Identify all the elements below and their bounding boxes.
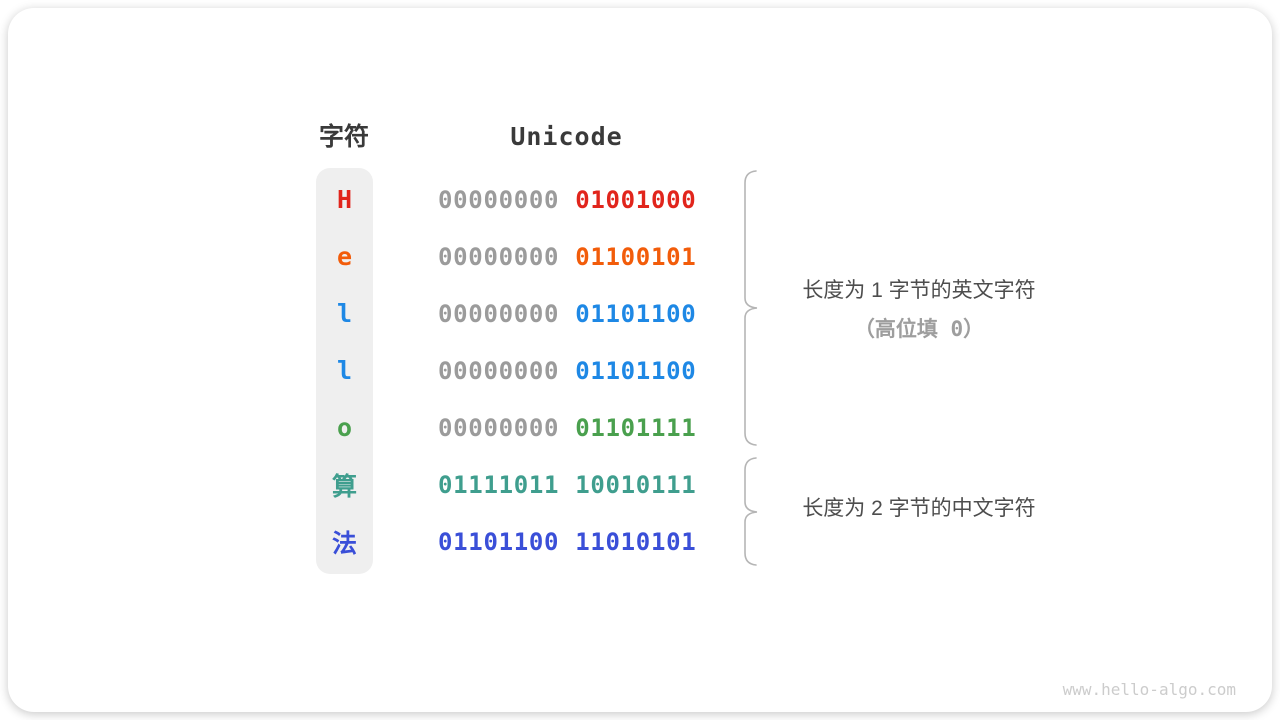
- character-cell: H: [336, 185, 353, 214]
- character-cell: 法: [331, 528, 357, 558]
- annotation-english: 长度为 1 字节的英文字符 （高位填 0）: [768, 280, 1070, 340]
- character-cell: 算: [331, 471, 357, 501]
- encoding-row: o 00000000 01101111: [8, 399, 1272, 456]
- encoding-rows: H 00000000 01001000 e 00000000 01100101 l 00000…: [8, 171, 1272, 570]
- unicode-column-header: Unicode: [510, 122, 623, 151]
- watermark: www.hello-algo.com: [1062, 680, 1236, 699]
- byte-low: 11010101: [575, 527, 697, 556]
- byte-high: 00000000: [438, 413, 560, 442]
- encoding-row: l 00000000 01101100: [8, 342, 1272, 399]
- character-cell: o: [336, 413, 353, 442]
- encoding-row: 法 01101100 11010101: [8, 513, 1272, 570]
- unicode-bytes: 01111011 10010111: [438, 456, 696, 513]
- char-column-header: 字符: [318, 123, 369, 151]
- encoding-row: l 00000000 01101100: [8, 285, 1272, 342]
- byte-low: 01101100: [575, 356, 697, 385]
- byte-low: 01101111: [575, 413, 697, 442]
- annotation-chinese: 长度为 2 字节的中文字符: [768, 498, 1070, 519]
- byte-high: 00000000: [438, 185, 560, 214]
- byte-high: 00000000: [438, 242, 560, 271]
- byte-high: 00000000: [438, 356, 560, 385]
- unicode-bytes: 00000000 01001000: [438, 171, 696, 228]
- character-cell: e: [336, 242, 353, 271]
- byte-low: 01001000: [575, 185, 697, 214]
- byte-high: 00000000: [438, 299, 560, 328]
- byte-low: 10010111: [575, 470, 697, 499]
- char-column-background: [316, 168, 373, 574]
- unicode-bytes: 00000000 01101100: [438, 285, 696, 342]
- character-cell: l: [336, 299, 353, 328]
- unicode-bytes: 00000000 01100101: [438, 228, 696, 285]
- unicode-bytes: 00000000 01101111: [438, 399, 696, 456]
- annotation-english-line1: 长度为 1 字节的英文字符: [802, 279, 1036, 302]
- byte-low: 01101100: [575, 299, 697, 328]
- byte-high: 01101100: [438, 527, 560, 556]
- unicode-bytes: 01101100 11010101: [438, 513, 696, 570]
- annotation-chinese-line1: 长度为 2 字节的中文字符: [802, 497, 1036, 520]
- unicode-bytes: 00000000 01101100: [438, 342, 696, 399]
- byte-high: 01111011: [438, 470, 560, 499]
- encoding-row: H 00000000 01001000: [8, 171, 1272, 228]
- annotation-english-line2: （高位填 0）: [853, 317, 985, 341]
- diagram-card: 字符 Unicode H 00000000 01001000 e 00000000 011…: [8, 8, 1272, 712]
- character-cell: l: [336, 356, 353, 385]
- encoding-row: e 00000000 01100101: [8, 228, 1272, 285]
- encoding-row: 算 01111011 10010111: [8, 456, 1272, 513]
- byte-low: 01100101: [575, 242, 697, 271]
